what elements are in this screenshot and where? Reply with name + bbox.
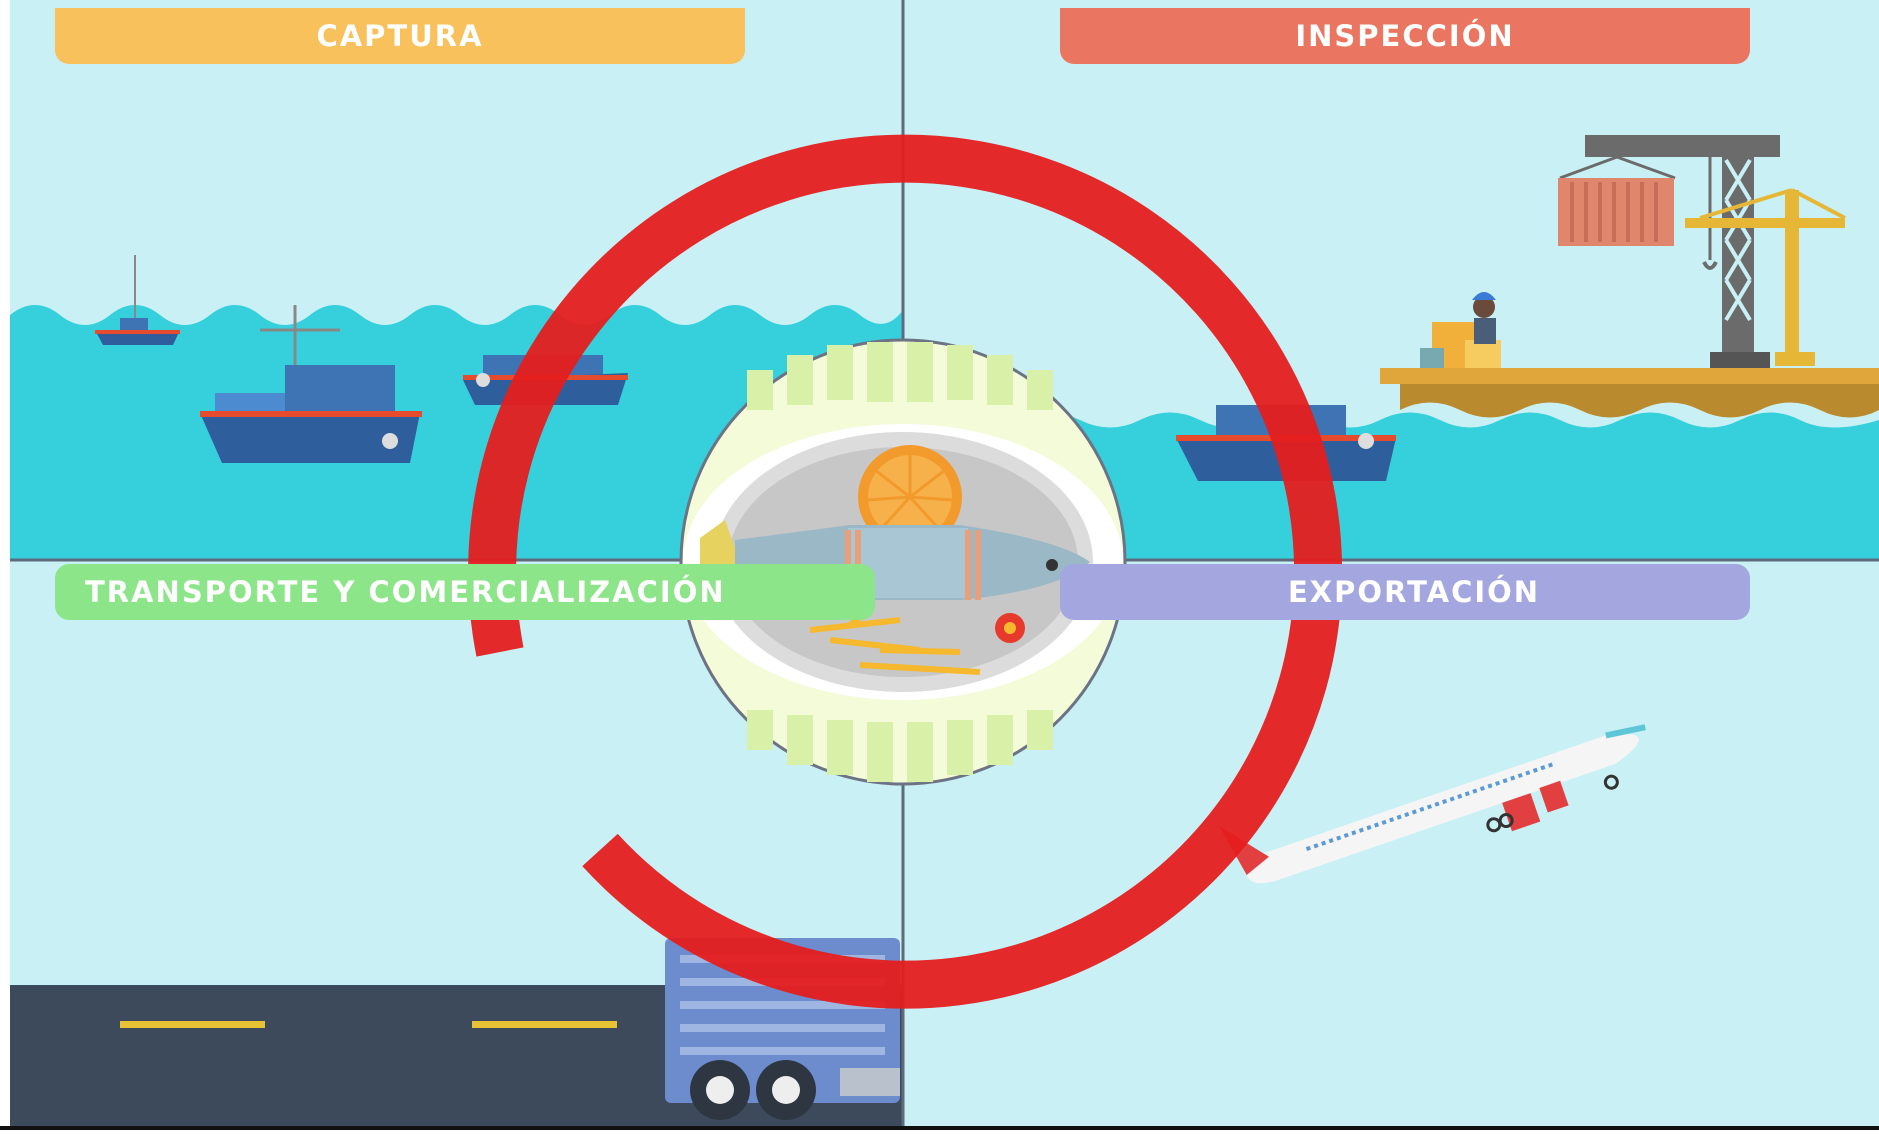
banner-captura-label: CAPTURA xyxy=(316,19,483,53)
bottom-border xyxy=(0,1126,1879,1130)
left-border xyxy=(0,0,10,1130)
banner-captura: CAPTURA xyxy=(55,8,745,64)
banner-transporte-label: TRANSPORTE Y COMERCIALIZACIÓN xyxy=(85,575,726,609)
banner-transporte: TRANSPORTE Y COMERCIALIZACIÓN xyxy=(55,564,875,620)
banner-inspeccion: INSPECCIÓN xyxy=(1060,8,1750,64)
fish-plate-icon xyxy=(681,340,1125,784)
banner-exportacion-label: EXPORTACIÓN xyxy=(1288,575,1540,609)
banner-inspeccion-label: INSPECCIÓN xyxy=(1295,19,1514,53)
container-icon xyxy=(1558,178,1674,246)
banner-exportacion: EXPORTACIÓN xyxy=(1060,564,1750,620)
